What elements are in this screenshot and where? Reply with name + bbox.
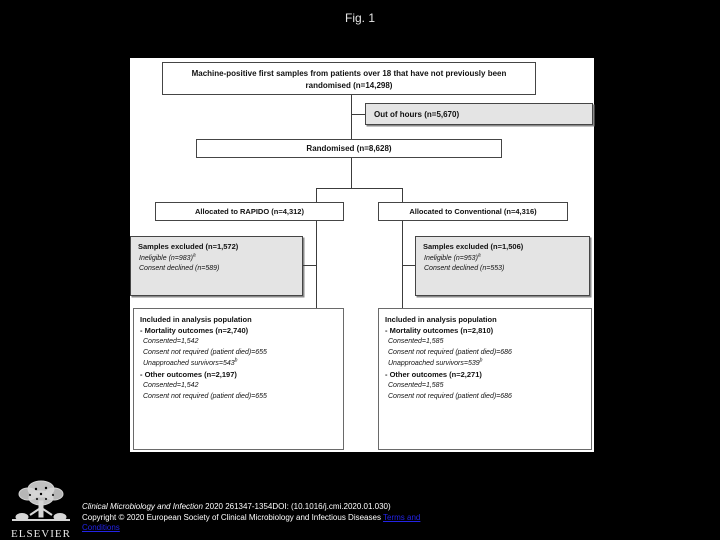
analysis-rapido-other-consented: Consented=1,542 xyxy=(143,382,199,389)
flow-box-eligible-label: Machine-positive first samples from pati… xyxy=(191,68,507,90)
citation-line-3: Conditions xyxy=(82,523,512,534)
flow-box-allocated-conventional: Allocated to Conventional (n=4,316) xyxy=(378,202,568,221)
citation-line-2: Copyright © 2020 European Society of Cli… xyxy=(82,513,512,524)
flow-box-excluded-conventional: Samples excluded (n=1,506) Ineligible (n… xyxy=(415,236,590,296)
flow-box-analysis-conventional: Included in analysis population - Mortal… xyxy=(378,308,592,450)
copyright-text: Copyright © 2020 European Society of Cli… xyxy=(82,512,384,522)
analysis-rapido-unapproached: Unapproached survivors=543b xyxy=(134,358,343,369)
analysis-rapido-mortality-not-required: Consent not required (patient died)=655 xyxy=(143,349,267,356)
elsevier-logo: ELSEVIER xyxy=(2,479,80,540)
connector-line xyxy=(351,158,352,188)
terms-and-conditions-link[interactable]: Terms and xyxy=(383,512,421,522)
connector-line xyxy=(316,221,317,308)
analysis-conventional-header: Included in analysis population xyxy=(385,315,497,324)
analysis-rapido-mortality-consented: Consented=1,542 xyxy=(143,338,199,345)
connector-line xyxy=(402,265,415,266)
connector-line xyxy=(316,188,403,189)
flow-box-analysis-rapido: Included in analysis population - Mortal… xyxy=(133,308,344,450)
citation-block: Clinical Microbiology and Infection 2020… xyxy=(82,502,512,534)
flow-box-allocated-rapido: Allocated to RAPIDO (n=4,312) xyxy=(155,202,344,221)
elsevier-tree-icon xyxy=(10,480,72,527)
analysis-conventional-unapproached: Unapproached survivors=539b xyxy=(379,358,591,369)
analysis-conventional-unapproached-text: Unapproached survivors=539 xyxy=(388,360,480,367)
analysis-conventional-other: - Other outcomes (n=2,271) xyxy=(385,370,482,379)
elsevier-wordmark: ELSEVIER xyxy=(11,528,71,540)
analysis-rapido-other: - Other outcomes (n=2,197) xyxy=(140,370,237,379)
flow-box-randomised-label: Randomised (n=8,628) xyxy=(306,144,392,153)
connector-line xyxy=(303,265,316,266)
analysis-rapido-other-not-required: Consent not required (patient died)=655 xyxy=(143,393,267,400)
analysis-conventional-mortality: - Mortality outcomes (n=2,810) xyxy=(385,326,494,335)
analysis-rapido-header: Included in analysis population xyxy=(140,315,252,324)
flow-box-out-of-hours: Out of hours (n=5,670) xyxy=(365,103,593,125)
terms-and-conditions-link[interactable]: Conditions xyxy=(82,523,120,532)
flow-box-out-of-hours-label: Out of hours (n=5,670) xyxy=(374,109,460,119)
connector-line xyxy=(316,188,317,202)
excluded-conventional-ineligible: Ineligible (n=953)a xyxy=(416,252,589,264)
connector-line xyxy=(351,114,365,115)
excluded-conventional-ineligible-text: Ineligible (n=953) xyxy=(424,255,478,262)
footnote-b-marker: b xyxy=(479,357,483,364)
excluded-rapido-header: Samples excluded (n=1,572) xyxy=(138,242,239,251)
flow-box-excluded-rapido: Samples excluded (n=1,572) Ineligible (n… xyxy=(130,236,303,296)
analysis-conventional-mortality-consented: Consented=1,585 xyxy=(388,338,444,345)
analysis-conventional-other-not-required: Consent not required (patient died)=686 xyxy=(388,393,512,400)
analysis-rapido-mortality: - Mortality outcomes (n=2,740) xyxy=(140,326,249,335)
figure-title: Fig. 1 xyxy=(344,11,375,25)
analysis-rapido-unapproached-text: Unapproached survivors=543 xyxy=(143,360,235,367)
flow-box-randomised: Randomised (n=8,628) xyxy=(196,139,502,158)
footnote-a-marker: a xyxy=(477,252,481,259)
citation-detail: 2020 261347-1354DOI: (10.1016/j.cmi.2020… xyxy=(202,502,391,511)
flow-box-allocated-conventional-label: Allocated to Conventional (n=4,316) xyxy=(409,207,537,216)
excluded-rapido-ineligible-text: Ineligible (n=983) xyxy=(139,255,193,262)
analysis-conventional-mortality-not-required: Consent not required (patient died)=686 xyxy=(388,349,512,356)
connector-line xyxy=(351,95,352,139)
excluded-rapido-consent-declined: Consent declined (n=589) xyxy=(139,265,220,272)
connector-line xyxy=(402,188,403,202)
analysis-conventional-other-consented: Consented=1,585 xyxy=(388,382,444,389)
flowchart-panel: Machine-positive first samples from pati… xyxy=(130,58,594,452)
citation-line-1: Clinical Microbiology and Infection 2020… xyxy=(82,502,512,513)
excluded-conventional-header: Samples excluded (n=1,506) xyxy=(423,242,524,251)
citation-journal: Clinical Microbiology and Infection xyxy=(82,502,203,511)
excluded-rapido-ineligible: Ineligible (n=983)a xyxy=(131,252,302,264)
flow-box-eligible: Machine-positive first samples from pati… xyxy=(162,62,536,95)
flow-box-allocated-rapido-label: Allocated to RAPIDO (n=4,312) xyxy=(195,207,304,216)
footnote-b-marker: b xyxy=(234,357,238,364)
footnote-a-marker: a xyxy=(192,252,196,259)
connector-line xyxy=(402,221,403,308)
excluded-conventional-consent-declined: Consent declined (n=553) xyxy=(424,265,505,272)
